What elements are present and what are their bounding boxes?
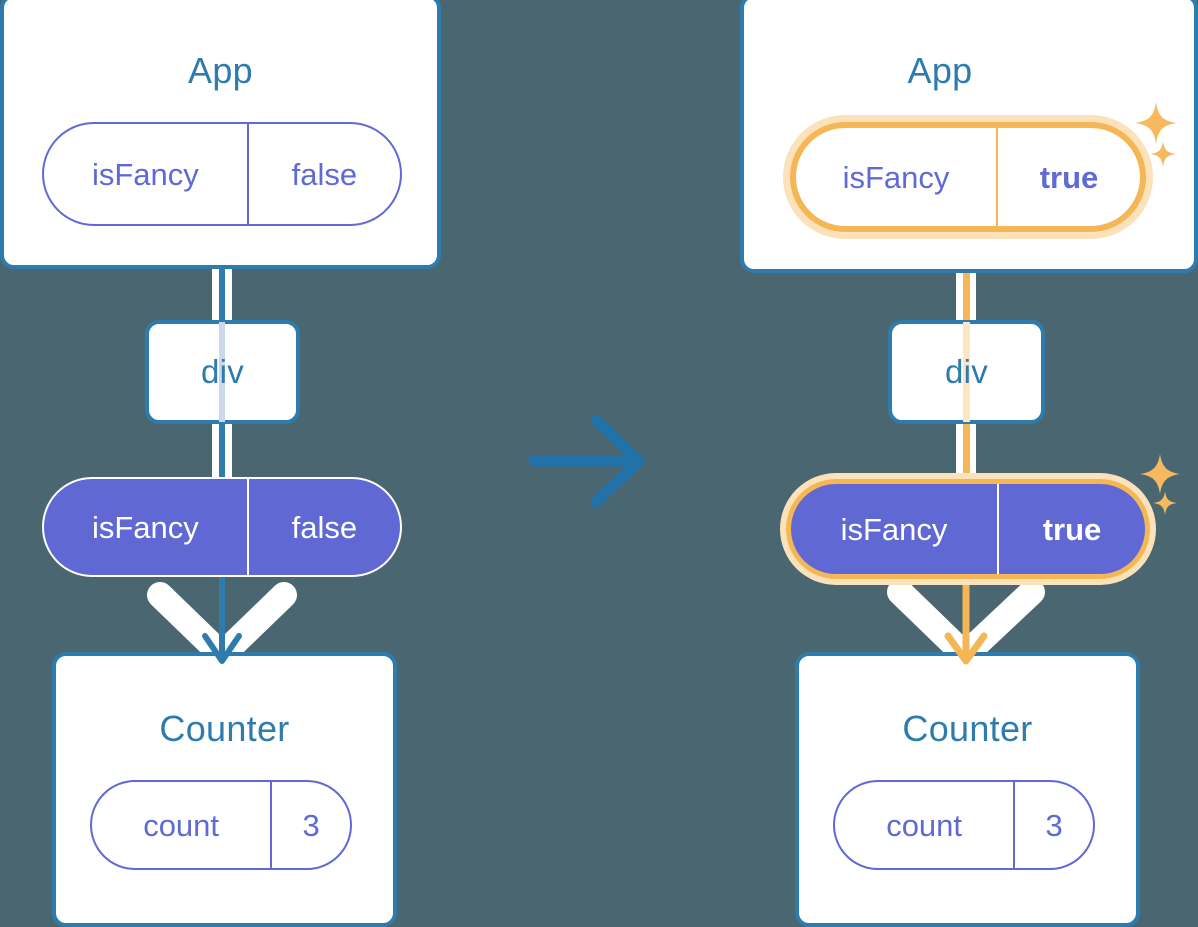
prop-name-right: isFancy xyxy=(840,511,948,547)
counter-state-name-right: count xyxy=(886,807,963,843)
prop-value-right: true xyxy=(997,484,1145,574)
counter-state-value-left: 3 xyxy=(270,782,350,868)
app-state-pill-left[interactable]: isFancy false xyxy=(42,122,402,226)
app-state-name-right: isFancy xyxy=(842,159,950,195)
connector-inside-div-left xyxy=(216,322,228,422)
arrow-head xyxy=(202,633,242,664)
connector-app-to-div-left xyxy=(212,250,232,340)
prop-value-left: false xyxy=(246,479,400,575)
sparkle-small-icon xyxy=(1153,491,1177,515)
app-state-value-right: true xyxy=(996,128,1140,226)
arrow-head xyxy=(944,632,988,665)
app-state-name-left: isFancy xyxy=(91,156,199,192)
counter-state-name-left: count xyxy=(143,807,220,843)
connector-inside-div-right xyxy=(960,322,972,422)
prop-pill-left[interactable]: isFancy false xyxy=(42,477,402,577)
sparkle-icon xyxy=(1135,102,1177,144)
connector-div-to-prop-right xyxy=(956,418,976,496)
counter-state-pill-left[interactable]: count 3 xyxy=(90,780,352,870)
prop-pill-right[interactable]: isFancy true xyxy=(786,479,1150,579)
counter-state-pill-right[interactable]: count 3 xyxy=(833,780,1095,870)
prop-name-left: isFancy xyxy=(91,509,199,545)
sparkle-icon xyxy=(1140,454,1180,494)
app-state-pill-right[interactable]: isFancy true xyxy=(790,122,1146,232)
app-state-value-left: false xyxy=(246,124,400,224)
counter-state-value-right: 3 xyxy=(1013,782,1093,868)
sparkle-small-icon xyxy=(1150,141,1176,167)
